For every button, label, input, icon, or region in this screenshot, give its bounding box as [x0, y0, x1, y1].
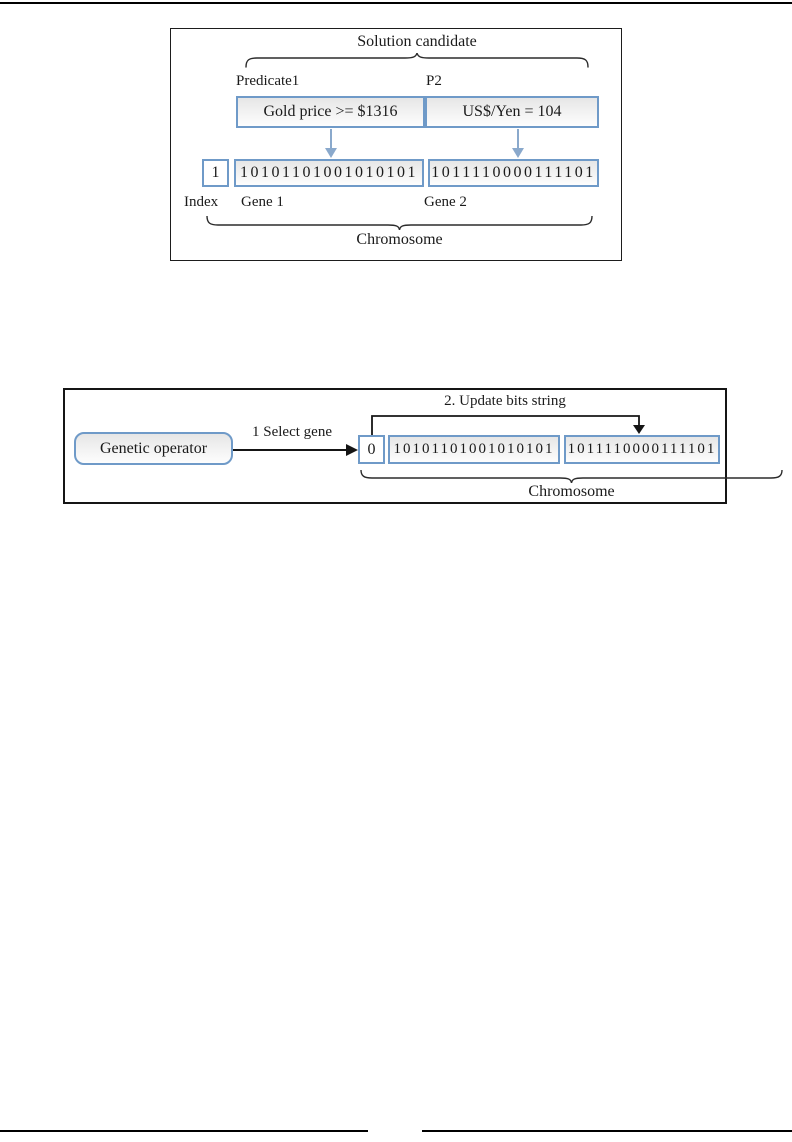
- solution-candidate-title: Solution candidate: [357, 33, 477, 50]
- figure-solution-candidate: Solution candidate Predicate1 P2 Gold pr…: [170, 28, 622, 261]
- gene1-label: Gene 1: [241, 194, 284, 210]
- gene2-cell: 1011110000111101: [564, 435, 720, 464]
- over-brace: [245, 53, 589, 68]
- footer-rule-right: [422, 1130, 792, 1132]
- update-bits-string-label: 2. Update bits string: [444, 393, 566, 409]
- predicate2-box: US$/Yen = 104: [425, 96, 599, 128]
- down-arrow-icon: [512, 129, 524, 158]
- footer-rule-left: [0, 1130, 368, 1132]
- chromosome-label: Chromosome: [356, 231, 443, 248]
- gene2-cell: 1011110000111101: [428, 159, 599, 187]
- genetic-operator-box: Genetic operator: [74, 432, 233, 465]
- index-cell: 1: [202, 159, 229, 187]
- predicate2-label: P2: [426, 73, 442, 89]
- page-top-rule: [0, 2, 792, 4]
- down-arrow-icon: [325, 129, 337, 158]
- under-brace: [206, 216, 593, 230]
- chromosome-label: Chromosome: [528, 483, 615, 500]
- predicate1-box: Gold price >= $1316: [236, 96, 425, 128]
- figure-genetic-operator: 2. Update bits string Genetic operator 1…: [63, 388, 783, 504]
- select-gene-label: 1 Select gene: [252, 424, 332, 440]
- predicate1-label: Predicate1: [236, 73, 300, 89]
- update-connector-arrow-icon: [371, 415, 645, 435]
- gene1-cell: 10101101001010101: [234, 159, 424, 187]
- index-label: Index: [184, 194, 219, 210]
- gene2-label: Gene 2: [424, 194, 467, 210]
- under-brace: [360, 470, 783, 483]
- gene1-cell: 10101101001010101: [388, 435, 560, 464]
- index-cell: 0: [358, 435, 385, 464]
- right-arrow-icon: [233, 444, 358, 456]
